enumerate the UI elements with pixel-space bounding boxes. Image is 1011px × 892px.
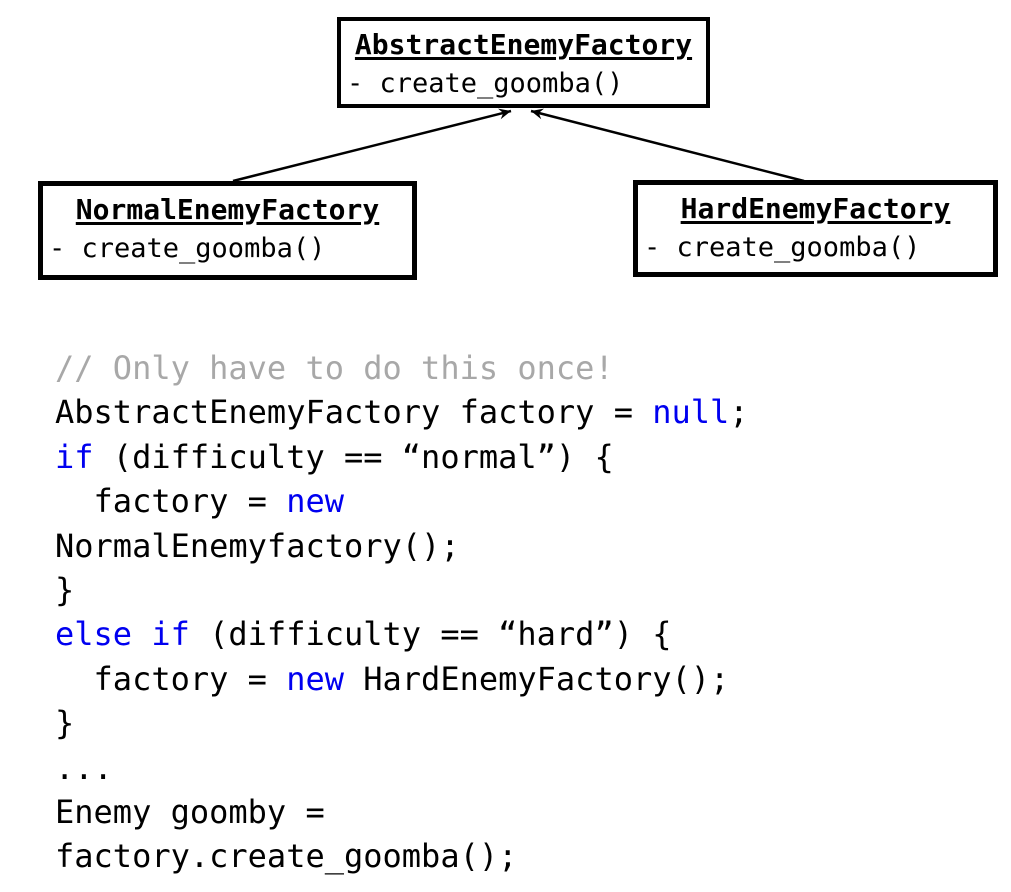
inheritance-arrows xyxy=(232,108,805,183)
code-segment-keyword: new xyxy=(286,482,344,521)
code-segment-plain: NormalEnemyfactory(); xyxy=(55,526,460,565)
code-segment-plain: Enemy goomby = xyxy=(55,793,325,832)
code-segment-plain: factory = xyxy=(55,659,287,698)
class-method: - create_goomba() xyxy=(49,233,326,264)
code-line: } xyxy=(55,568,749,612)
class-title: AbstractEnemyFactory xyxy=(354,28,693,61)
code-segment-keyword: new xyxy=(286,659,344,698)
code-line: factory = new xyxy=(55,479,749,523)
code-line: factory = new HardEnemyFactory(); xyxy=(55,657,749,701)
code-segment-keyword: if xyxy=(55,437,94,476)
code-segment-plain: (difficulty == “normal”) { xyxy=(93,437,614,476)
class-box-normal-enemy-factory: NormalEnemyFactory - create_goomba() xyxy=(38,181,417,280)
code-segment-plain: } xyxy=(55,704,75,743)
code-segment-plain: factory.create_goomba(); xyxy=(55,837,518,876)
code-line: else if (difficulty == “hard”) { xyxy=(55,612,749,656)
class-method: - create_goomba() xyxy=(347,68,624,99)
code-segment-plain: ; xyxy=(729,393,749,432)
code-line: if (difficulty == “normal”) { xyxy=(55,435,749,479)
code-segment-keyword: else if xyxy=(55,615,190,654)
class-box-hard-enemy-factory: HardEnemyFactory - create_goomba() xyxy=(633,180,998,277)
class-method: - create_goomba() xyxy=(644,232,921,263)
code-segment-plain: } xyxy=(55,571,75,610)
code-segment-plain: factory = xyxy=(55,482,287,521)
code-segment-keyword: null xyxy=(652,393,730,432)
code-line: Enemy goomby = xyxy=(55,790,749,834)
code-line: // Only have to do this once! xyxy=(55,346,749,390)
code-line: NormalEnemyfactory(); xyxy=(55,524,749,568)
inheritance-arrow-right xyxy=(530,108,805,183)
code-segment-comment: // Only have to do this once! xyxy=(55,349,614,387)
inheritance-arrow-left xyxy=(232,108,512,183)
code-line: ... xyxy=(55,746,749,790)
code-segment-plain: AbstractEnemyFactory factory = xyxy=(55,393,653,432)
class-title: NormalEnemyFactory xyxy=(75,193,380,226)
code-segment-plain: ... xyxy=(55,748,113,787)
code-segment-plain: (difficulty == “hard”) { xyxy=(189,615,672,654)
code-segment-plain: HardEnemyFactory(); xyxy=(343,659,730,698)
code-line: factory.create_goomba(); xyxy=(55,834,749,878)
class-box-abstract-enemy-factory: AbstractEnemyFactory - create_goomba() xyxy=(337,17,710,108)
code-snippet: // Only have to do this once!AbstractEne… xyxy=(55,346,749,879)
code-line: } xyxy=(55,701,749,745)
class-title: HardEnemyFactory xyxy=(680,192,951,225)
code-line: AbstractEnemyFactory factory = null; xyxy=(55,390,749,434)
